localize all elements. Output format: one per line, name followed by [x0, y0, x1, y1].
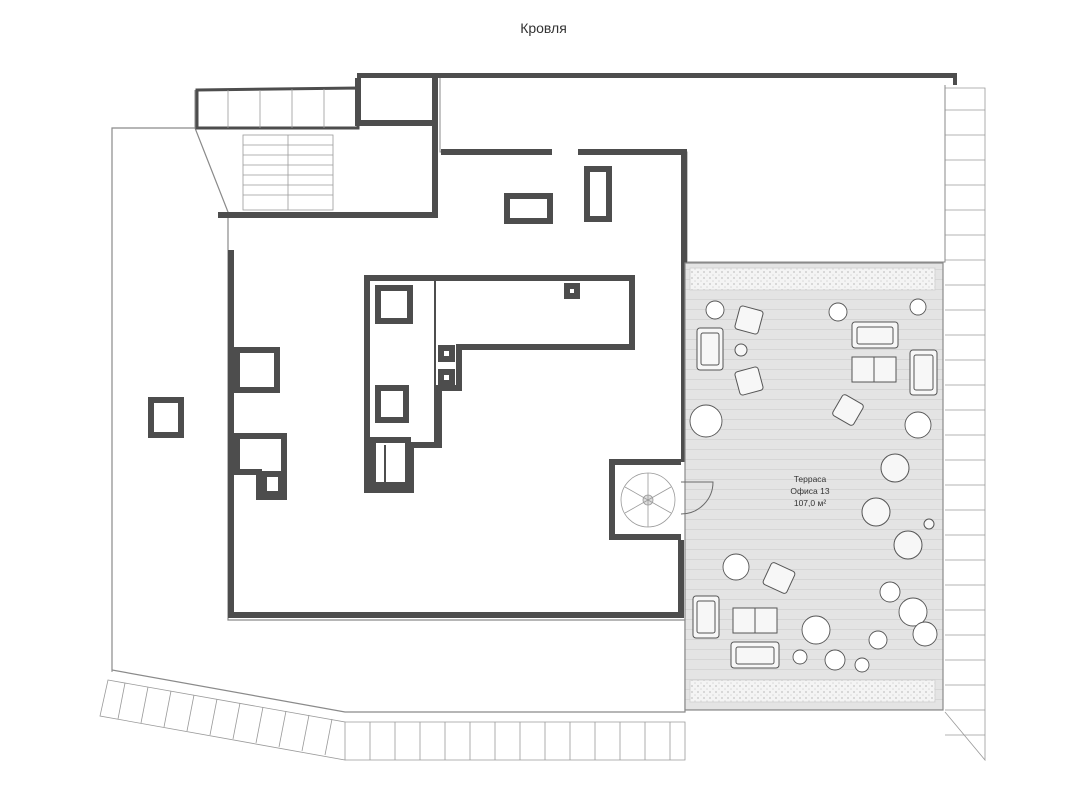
terrace-office: Офиса 13 — [790, 486, 829, 496]
facade-grid-bottom — [99, 679, 686, 761]
spiral-staircase — [620, 472, 676, 528]
terrace-plants — [689, 298, 938, 673]
terrace-border — [684, 262, 944, 711]
core-inner-lines — [384, 280, 436, 485]
terrace-name: Терраса — [794, 474, 827, 484]
planter-bottom — [689, 679, 936, 703]
canopy-grid — [195, 86, 360, 130]
terrace-area: 107,0 м² — [794, 498, 826, 508]
top-band-wall — [357, 73, 957, 263]
facade-grid-right — [944, 87, 986, 762]
planter-top — [689, 267, 936, 291]
door-swing — [680, 481, 714, 515]
central-core — [364, 275, 635, 493]
staircase — [242, 134, 334, 211]
shafts — [148, 166, 612, 500]
plan-title: Кровля — [520, 20, 567, 36]
terrace-furniture — [692, 305, 938, 669]
roof-outer-edge — [111, 90, 196, 672]
main-walls — [218, 78, 687, 618]
